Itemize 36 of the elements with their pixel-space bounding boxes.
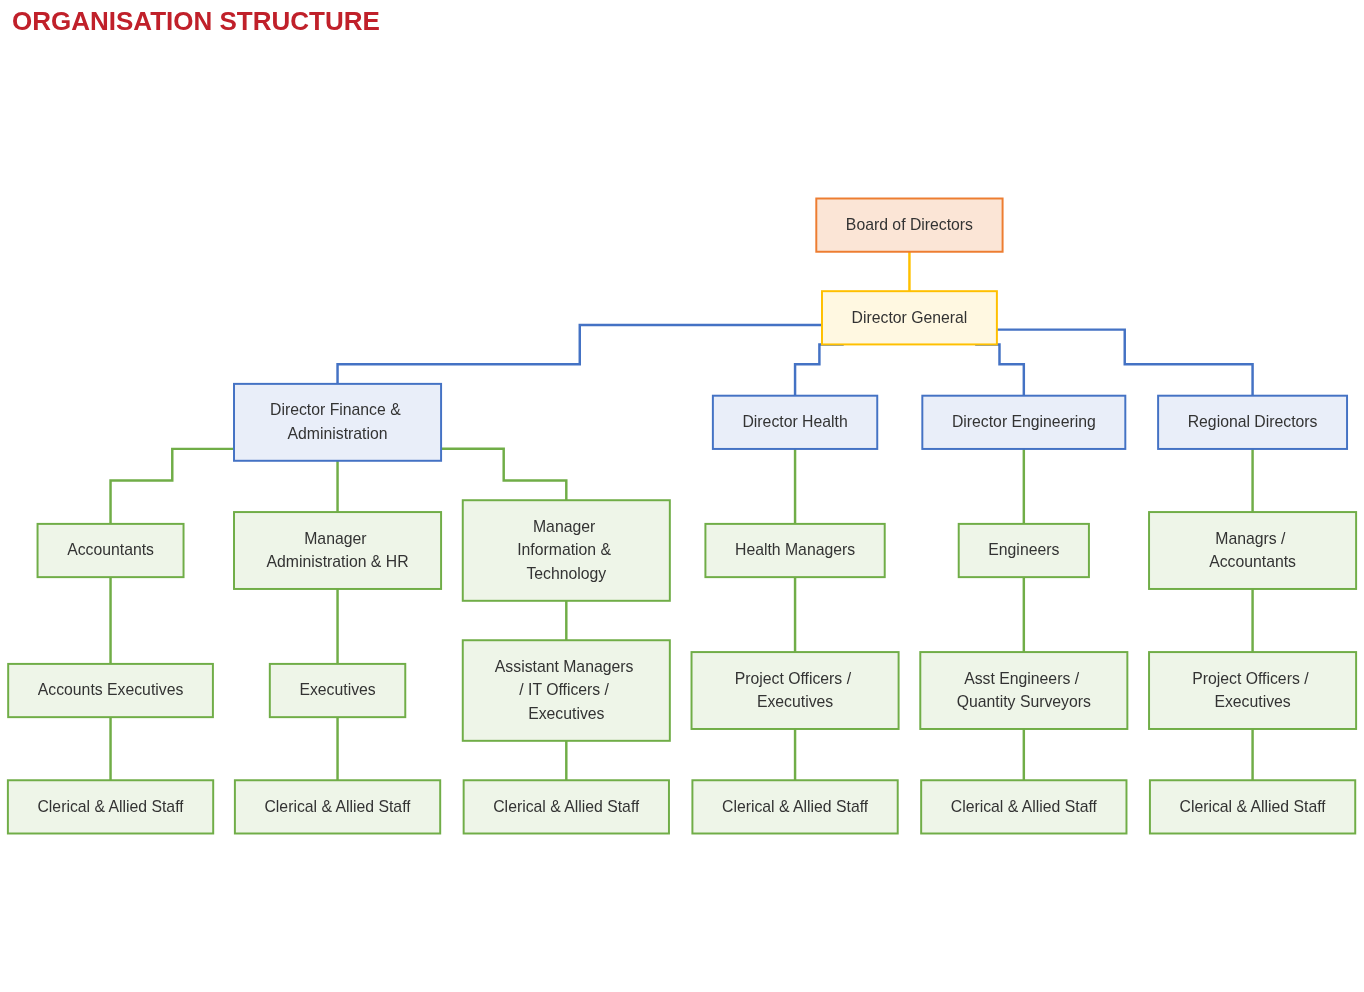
node-box: Engineers xyxy=(957,522,1090,579)
connector xyxy=(793,727,797,782)
node-box: Clerical & Allied Staff xyxy=(6,779,215,835)
node-box: Asst Engineers / Quantity Surveyors xyxy=(919,651,1129,730)
node-box: Health Managers xyxy=(704,522,886,579)
connector xyxy=(1022,727,1026,782)
node-box: Clerical & Allied Staff xyxy=(462,779,670,835)
connector xyxy=(336,459,339,514)
node-box: Board of Directors xyxy=(815,197,1004,253)
node-box: Project Officers / Executives xyxy=(1148,651,1358,730)
node-box: Clerical & Allied Staff xyxy=(233,779,442,835)
connector xyxy=(908,250,911,293)
node-box: Executives xyxy=(268,662,407,719)
connector xyxy=(441,447,568,502)
node-box: Accountants xyxy=(36,522,185,579)
connector xyxy=(565,599,568,642)
node-box: Clerical & Allied Staff xyxy=(920,779,1128,835)
connector xyxy=(565,739,568,782)
connector xyxy=(1251,727,1254,782)
node-box: Director Health xyxy=(711,394,879,450)
node-box: Project Officers / Executives xyxy=(690,651,900,730)
connector xyxy=(1251,587,1254,654)
node-box: Manager Information & Technology xyxy=(461,499,671,602)
connector xyxy=(1251,447,1254,514)
node-box: Manager Administration & HR xyxy=(233,511,443,590)
node-box: Accounts Executives xyxy=(7,662,214,719)
node-box: Director General xyxy=(821,290,998,346)
node-box: Clerical & Allied Staff xyxy=(1148,779,1357,835)
node-box: Clerical & Allied Staff xyxy=(691,779,899,835)
node-box: Director Finance & Administration xyxy=(233,382,443,462)
connector xyxy=(996,328,1254,397)
diagram-title: ORGANISATION STRUCTURE xyxy=(12,6,380,37)
node-box: Regional Directors xyxy=(1157,394,1349,450)
node-box: Director Engineering xyxy=(921,394,1127,450)
node-box: Managrs / Accountants xyxy=(1148,511,1358,590)
node-box: Assistant Managers / IT Officers / Executives xyxy=(461,639,671,742)
